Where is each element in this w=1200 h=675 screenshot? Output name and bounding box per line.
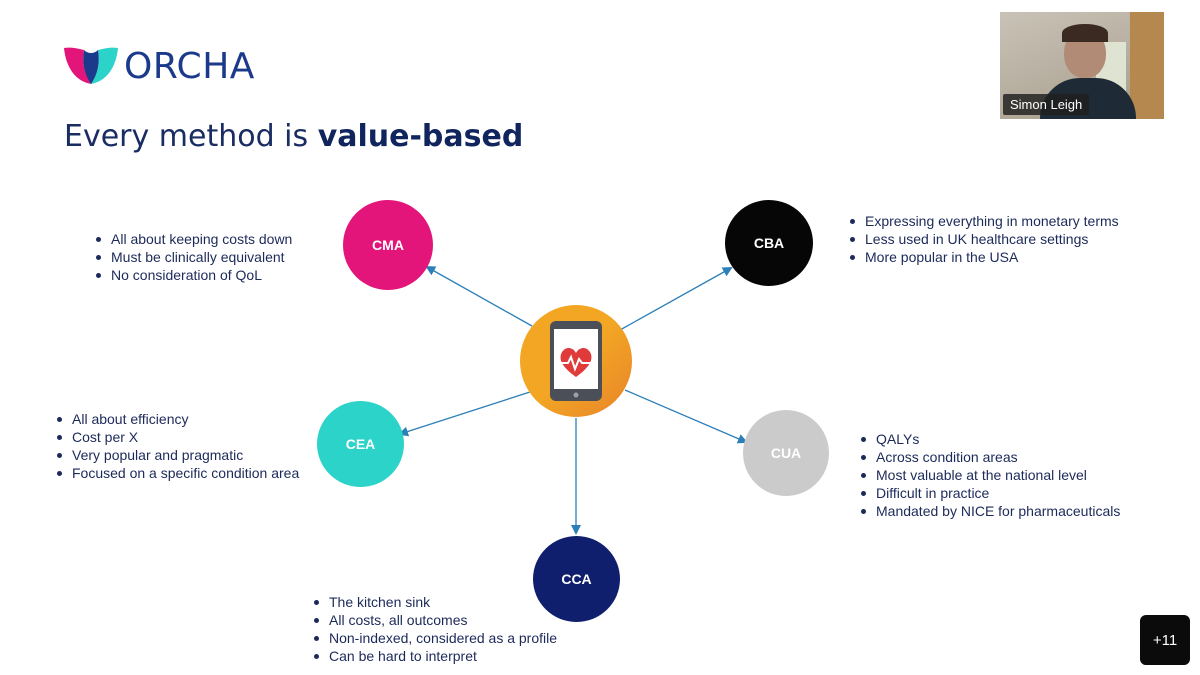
list-item: QALYs <box>860 430 1120 448</box>
list-item: All costs, all outcomes <box>313 611 557 629</box>
cba-bullet-list: Expressing everything in monetary terms … <box>847 212 1119 266</box>
list-item: No consideration of QoL <box>95 266 292 284</box>
slide-title: Every method is value-based <box>64 119 523 154</box>
video-background-door <box>1130 12 1164 119</box>
list-item: Mandated by NICE for pharmaceuticals <box>860 503 1121 519</box>
node-cea-label: CEA <box>345 436 376 452</box>
more-participants-button[interactable]: +11 <box>1140 615 1190 665</box>
node-cma-label: CMA <box>372 237 404 253</box>
arrow-to-cma <box>425 266 533 327</box>
node-cua-label: CUA <box>770 445 802 461</box>
list-item: Most valuable at the national level <box>860 466 1120 484</box>
node-cba-label: CBA <box>753 235 785 251</box>
orcha-logo-icon <box>64 47 118 84</box>
arrow-to-cea <box>398 391 531 437</box>
arrow-to-cua <box>624 389 748 444</box>
orcha-logo: ORCHA <box>62 44 255 88</box>
node-cma: CMA <box>343 200 433 290</box>
list-item: Difficult in practice <box>860 484 1120 502</box>
tablet-heart-icon <box>550 321 602 401</box>
list-item: Very popular and pragmatic <box>56 446 299 464</box>
slide-title-prefix: Every method is <box>64 119 318 154</box>
arrow-to-cba <box>619 267 733 331</box>
cca-bullet-list: The kitchen sink All costs, all outcomes… <box>311 593 557 665</box>
node-cea: CEA <box>317 401 404 487</box>
center-node <box>520 305 632 417</box>
list-item: All about keeping costs down <box>95 231 293 247</box>
node-cba: CBA <box>725 200 813 286</box>
list-item: Less used in UK healthcare settings <box>850 230 1119 248</box>
node-cua: CUA <box>743 410 829 496</box>
list-item: Expressing everything in monetary terms <box>850 213 1119 229</box>
cua-bullet-list: QALYs Across condition areas Most valuab… <box>858 430 1120 520</box>
list-item: Across condition areas <box>860 448 1120 466</box>
list-item: More popular in the USA <box>850 248 1119 266</box>
list-item: Focused on a specific condition area <box>56 465 300 481</box>
node-cca-label: CCA <box>561 571 592 587</box>
list-item: Non-indexed, considered as a profile <box>313 630 558 646</box>
cma-bullet-list: All about keeping costs down Must be cli… <box>93 230 292 284</box>
cea-bullet-list: All about efficiency Cost per X Very pop… <box>54 410 299 482</box>
list-item: Cost per X <box>56 428 299 446</box>
participant-video-tile[interactable]: Simon Leigh <box>1000 12 1164 119</box>
participant-name-label: Simon Leigh <box>1003 94 1090 115</box>
list-item: Can be hard to interpret <box>313 647 557 665</box>
list-item: All about efficiency <box>56 410 299 428</box>
slide-title-bold: value-based <box>317 119 524 154</box>
list-item: The kitchen sink <box>313 593 557 611</box>
video-person-hair <box>1062 24 1108 42</box>
node-cca: CCA <box>533 536 620 622</box>
list-item: Must be clinically equivalent <box>95 248 292 266</box>
brand-name: ORCHA <box>124 45 255 87</box>
